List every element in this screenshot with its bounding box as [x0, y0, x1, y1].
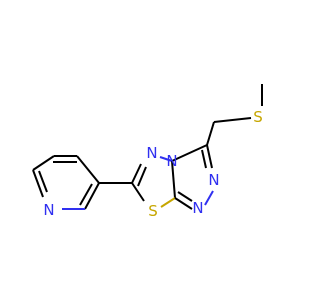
bond — [171, 144, 208, 162]
bond — [131, 163, 142, 184]
bond — [171, 160, 176, 199]
structure-canvas: N N N N N S S — [32, 84, 263, 220]
bond — [131, 182, 145, 202]
bond — [137, 166, 147, 187]
bond — [206, 121, 215, 146]
ring-sulfur-label: S — [148, 202, 158, 220]
thiadiazole-nitrogen-label: N — [146, 144, 157, 162]
bond — [32, 169, 44, 198]
bond — [159, 156, 173, 162]
bond — [79, 183, 93, 206]
molecule-structure: N N N N N S S — [32, 84, 263, 220]
bond — [204, 190, 214, 206]
pyridine-nitrogen-label: N — [43, 201, 54, 219]
bond — [206, 144, 213, 169]
fused-nitrogen-label: N — [166, 152, 177, 170]
triazole-nitrogen-2-label: N — [192, 199, 203, 217]
bond — [201, 149, 207, 169]
bond — [32, 155, 55, 171]
bond — [174, 197, 193, 210]
bond — [213, 117, 252, 123]
bond — [84, 182, 100, 210]
bond — [177, 191, 193, 202]
triazole-nitrogen-1-label: N — [208, 171, 219, 189]
bond — [160, 197, 176, 208]
bond — [38, 170, 48, 193]
thioether-sulfur-label: S — [253, 108, 263, 126]
bond — [76, 155, 100, 184]
